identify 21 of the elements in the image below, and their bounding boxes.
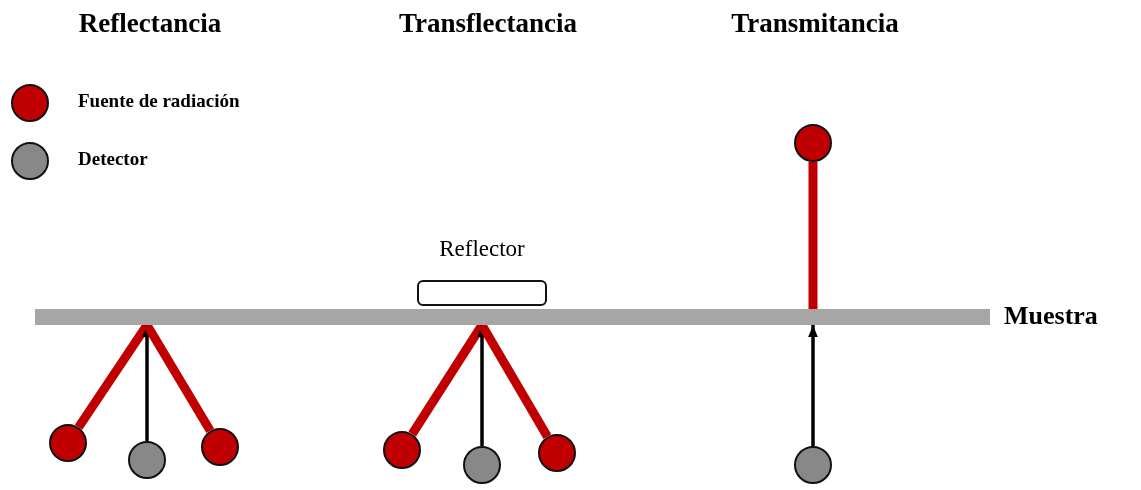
radiation-ray xyxy=(143,322,215,433)
detector-circle xyxy=(128,441,166,479)
reflector-label: Reflector xyxy=(439,236,525,262)
radiation-ray xyxy=(808,162,818,309)
radiation-source-circle xyxy=(383,431,421,469)
legend-label: Detector xyxy=(78,148,148,170)
detector-circle xyxy=(794,446,832,484)
arrow xyxy=(142,325,152,441)
sample-label: Muestra xyxy=(1004,301,1098,331)
section-heading: Transmitancia xyxy=(731,8,899,39)
arrow xyxy=(808,325,818,446)
detector-circle xyxy=(463,446,501,484)
radiation-source-circle xyxy=(794,124,832,162)
radiation-ray xyxy=(478,322,552,439)
section-heading: Transflectancia xyxy=(399,8,577,39)
radiation-source-circle xyxy=(538,434,576,472)
legend-label: Fuente de radiación xyxy=(78,90,240,112)
arrow xyxy=(477,325,487,446)
radiation-source-circle xyxy=(201,428,239,466)
radiation-source-circle xyxy=(49,424,87,462)
section-heading: Reflectancia xyxy=(78,8,222,39)
